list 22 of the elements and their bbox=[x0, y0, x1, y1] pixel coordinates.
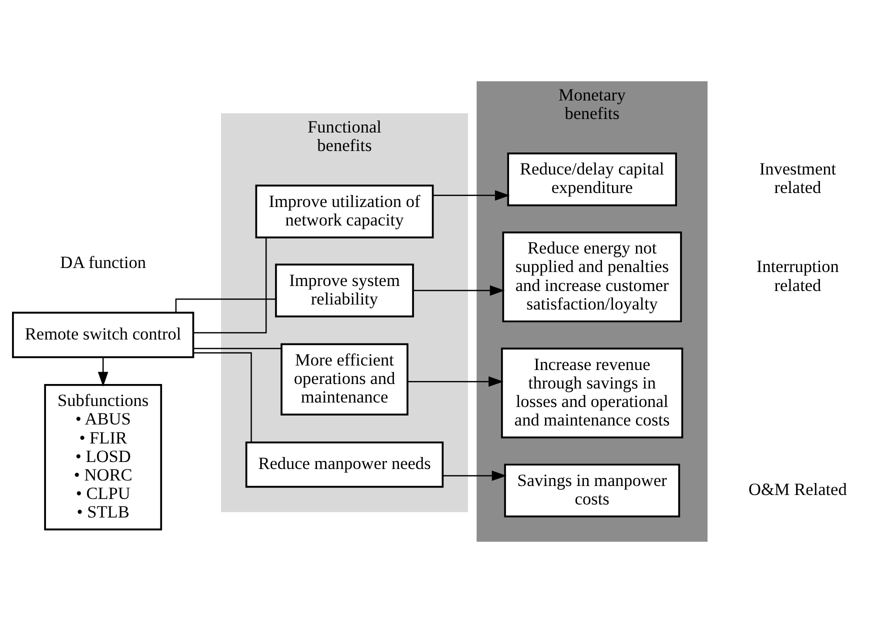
node-box: Savings in manpower costs bbox=[504, 464, 680, 518]
node-box: Improve utilization of network capacity bbox=[255, 184, 434, 238]
label: DA function bbox=[60, 252, 146, 272]
node-box: Improve system reliability bbox=[275, 264, 414, 318]
label: O&M Related bbox=[748, 480, 847, 500]
node-box: Increase revenue through savings in losses and operational and maintenance costs bbox=[501, 348, 684, 438]
connector bbox=[193, 348, 282, 350]
node-box: Subfunctions • ABUS • FLIR • LOSD • NORC • CLPU • STLB bbox=[44, 384, 162, 530]
node-box: Reduce manpower needs bbox=[245, 441, 444, 488]
node-box: More efficient operations and maintenance bbox=[280, 343, 408, 416]
node-box: Reduce energy not supplied and penalties and increase customer satisfaction/loyalty bbox=[502, 232, 682, 322]
arrow bbox=[432, 190, 510, 201]
connector bbox=[194, 352, 252, 442]
arrow bbox=[442, 470, 507, 481]
arrow bbox=[413, 285, 505, 296]
arrow bbox=[408, 376, 504, 387]
node-box: Reduce/delay capital expenditure bbox=[507, 152, 677, 206]
label: Investment related bbox=[759, 160, 836, 198]
node-box: Remote switch control bbox=[12, 312, 194, 358]
arrow bbox=[98, 357, 108, 387]
connector bbox=[194, 238, 267, 334]
label: Interruption related bbox=[756, 257, 839, 295]
